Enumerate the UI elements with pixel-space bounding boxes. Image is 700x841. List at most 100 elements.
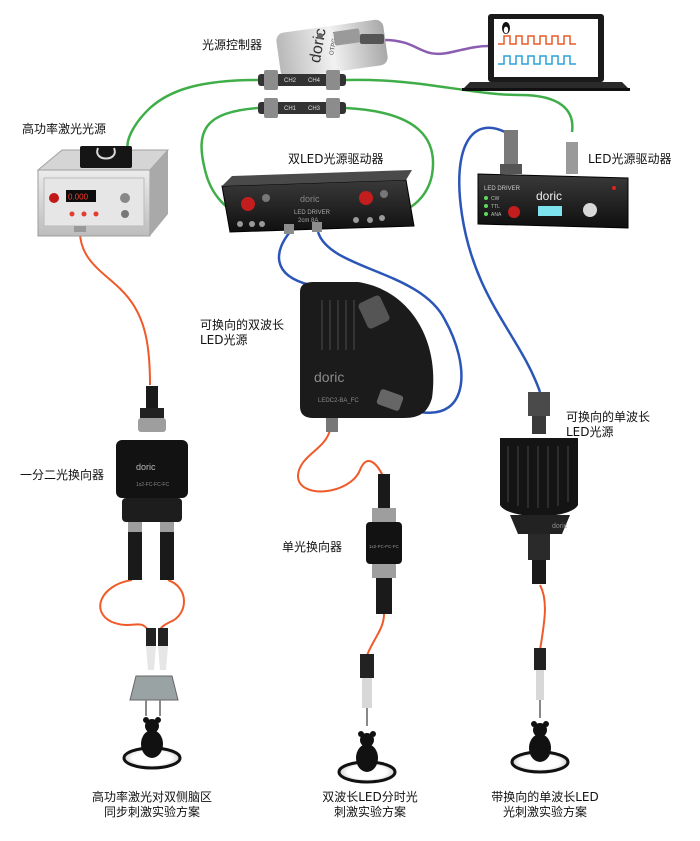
splitter-model: 1x2-FC-FC-FC bbox=[136, 482, 169, 488]
experiment-middle-line1: 双波长LED分时光 bbox=[322, 790, 418, 804]
waveform-display bbox=[498, 35, 576, 45]
dual-led-port-2 bbox=[376, 389, 404, 411]
experiment-left-line1: 高功率激光对双侧脑区 bbox=[91, 790, 212, 804]
label-ch4: CH4 bbox=[308, 78, 321, 84]
penguin-icon bbox=[502, 22, 510, 34]
bnc-connector-ch1 bbox=[264, 98, 278, 118]
laser-key-icon bbox=[121, 210, 129, 218]
label-led-driver: LED光源驱动器 bbox=[588, 152, 672, 166]
dual-wavelength-led-device: doric LEDC2-BA_FC bbox=[300, 282, 434, 432]
fiber-split-right bbox=[159, 579, 185, 633]
experiment-right: 带换向的单波长LED 光刺激实验方案 bbox=[460, 790, 630, 820]
fiber-single-rotary bbox=[365, 613, 385, 659]
led-driver-logo: doric bbox=[536, 189, 562, 203]
dual-driver-out-2 bbox=[312, 222, 322, 232]
experiment-left-line2: 同步刺激实验方案 bbox=[103, 805, 200, 819]
label-ch1: CH1 bbox=[284, 106, 297, 112]
mouse-icon-middle bbox=[337, 731, 397, 784]
dual-driver-right-button bbox=[359, 191, 373, 205]
high-power-laser-device: 0.000 bbox=[36, 146, 170, 237]
bnc-connector-ch4 bbox=[326, 70, 340, 90]
label-dual-led-driver: 双LED光源驱动器 bbox=[288, 152, 384, 166]
bnc-cable-laser bbox=[126, 78, 259, 151]
mode-cw-led bbox=[484, 196, 488, 200]
label-ch2: CH2 bbox=[284, 78, 297, 84]
experiment-right-line2: 光刺激实验方案 bbox=[502, 805, 587, 819]
dual-driver-out-1 bbox=[284, 224, 294, 234]
dual-cannula-icon bbox=[129, 675, 179, 701]
usb-cable bbox=[383, 38, 489, 56]
usb-port-icon bbox=[333, 28, 361, 46]
dual-led-model: LEDC2-BA_FC bbox=[318, 398, 359, 404]
controller-logo: doric bbox=[307, 27, 330, 64]
controller-led-icon bbox=[317, 33, 323, 39]
single-led-top-connector bbox=[528, 392, 550, 416]
laser-power-button bbox=[49, 193, 59, 203]
single-led-logo: doric bbox=[552, 523, 568, 530]
laser-knob bbox=[120, 193, 130, 203]
label-high-power-laser: 高功率激光光源 bbox=[22, 122, 107, 136]
led-driver-display bbox=[538, 206, 562, 216]
mode-ana-led bbox=[484, 212, 488, 216]
led-driver-led-port bbox=[504, 130, 518, 170]
fiber-single-led bbox=[539, 584, 546, 651]
experiment-middle-line2: 刺激实验方案 bbox=[333, 805, 406, 819]
laser-head bbox=[80, 146, 132, 168]
bnc-connector-ch2 bbox=[264, 70, 278, 90]
label-single-wavelength-led: 可换向的单波长 LED光源 bbox=[566, 410, 650, 440]
laser-status-led-1 bbox=[69, 211, 75, 217]
dual-driver-logo: doric bbox=[300, 194, 320, 204]
mouse-icon-left bbox=[122, 717, 182, 770]
single-led-ferrule bbox=[534, 648, 546, 718]
led-driver-bnc-port bbox=[566, 142, 578, 174]
laser-status-led-3 bbox=[93, 211, 99, 217]
led-driver-title: LED DRIVER bbox=[484, 186, 521, 192]
dual-led-driver-device: doric LED DRIVER 2cm 8A bbox=[221, 170, 415, 234]
fiber-laser bbox=[78, 227, 151, 386]
fiber-dual-loop bbox=[296, 429, 384, 493]
dual-led-logo: doric bbox=[314, 369, 344, 385]
label-ch3: CH3 bbox=[308, 106, 321, 112]
laser-display-value: 0.000 bbox=[68, 193, 89, 202]
led-cable-dual-1 bbox=[277, 231, 311, 287]
bnc-cable-led-driver bbox=[345, 78, 574, 133]
label-dual-wavelength-led-line1: 可换向的双波长 bbox=[200, 318, 285, 332]
light-controller-device: doric OTPG_4 CH2 CH4 CH1 CH3 bbox=[258, 19, 388, 118]
label-single-wavelength-led-line2: LED光源 bbox=[566, 425, 614, 439]
label-single-wavelength-led-line1: 可换向的单波长 bbox=[566, 410, 651, 424]
dual-driver-left-button bbox=[241, 197, 255, 211]
fiber-split-left bbox=[99, 579, 149, 631]
experiment-middle: 双波长LED分时光 刺激实验方案 bbox=[290, 790, 450, 820]
laser-display bbox=[66, 190, 96, 202]
mode-ttl-led bbox=[484, 204, 488, 208]
single-rotary-joint-device: 1x2-FC-FC-FC bbox=[360, 474, 402, 726]
dual-driver-title: LED DRIVER bbox=[294, 210, 331, 216]
splitter-logo: doric bbox=[136, 462, 156, 472]
experiment-left: 高功率激光对双侧脑区 同步刺激实验方案 bbox=[62, 790, 242, 820]
single-rotary-body bbox=[366, 522, 402, 564]
usb-plug-icon bbox=[360, 34, 384, 44]
led-driver-red-button bbox=[508, 206, 520, 218]
ferrule-right bbox=[158, 628, 168, 646]
dual-driver-model: 2cm 8A bbox=[298, 218, 318, 224]
single-rotary-model: 1x2-FC-FC-FC bbox=[369, 544, 399, 549]
label-splitter-rotary: 一分二光换向器 bbox=[20, 468, 105, 482]
bnc-connector-ch3 bbox=[326, 98, 340, 118]
laser-status-led-2 bbox=[81, 211, 87, 217]
splitter-rotary-joint-device: doric 1x2-FC-FC-FC bbox=[116, 386, 188, 716]
experiment-right-line1: 带换向的单波长LED bbox=[491, 790, 599, 804]
label-single-rotary: 单光换向器 bbox=[282, 540, 343, 554]
led-cable-single bbox=[458, 126, 542, 393]
dual-led-port-1 bbox=[358, 295, 390, 329]
splitter-body bbox=[116, 440, 188, 498]
mouse-icon-right bbox=[510, 721, 570, 774]
controller-model: OTPG_4 bbox=[329, 31, 339, 56]
laser-handle-icon bbox=[96, 147, 116, 160]
label-dual-wavelength-led: 可换向的双波长 LED光源 bbox=[200, 318, 284, 348]
mode-ttl-label: TTL bbox=[491, 204, 500, 210]
led-driver-device: LED DRIVER CW TTL ANA doric bbox=[477, 130, 629, 229]
label-light-controller: 光源控制器 bbox=[202, 38, 263, 52]
led-driver-knob bbox=[583, 203, 597, 217]
single-rotary-ferrule bbox=[360, 654, 374, 678]
